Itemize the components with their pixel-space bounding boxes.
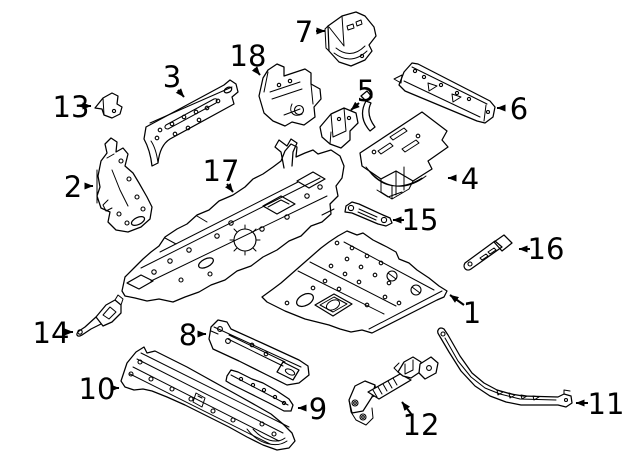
callout-1[interactable]: 1 bbox=[449, 294, 481, 330]
callout-7[interactable]: 7 bbox=[295, 15, 326, 49]
callout-2[interactable]: 2 bbox=[64, 170, 94, 204]
callout-12-arrow bbox=[401, 401, 413, 416]
callout-13-label: 13 bbox=[53, 90, 90, 124]
callout-11[interactable]: 11 bbox=[575, 387, 625, 421]
callout-13[interactable]: 13 bbox=[53, 90, 92, 124]
part-15-drawing bbox=[344, 201, 393, 227]
part-7-drawing bbox=[324, 11, 377, 67]
callout-4[interactable]: 4 bbox=[447, 162, 479, 196]
part-18-drawing bbox=[258, 63, 322, 127]
callout-14[interactable]: 14 bbox=[33, 316, 74, 350]
part-9-drawing bbox=[225, 369, 294, 412]
callout-3-label: 3 bbox=[163, 60, 181, 94]
callout-16[interactable]: 16 bbox=[518, 232, 565, 266]
part-10-drawing bbox=[120, 346, 296, 451]
part-2-drawing bbox=[96, 137, 153, 233]
callout-1-label: 1 bbox=[463, 296, 481, 330]
callout-12-label: 12 bbox=[403, 408, 440, 442]
callout-3-arrow bbox=[175, 88, 185, 98]
callout-16-label: 16 bbox=[528, 232, 565, 266]
part-13-drawing bbox=[94, 92, 123, 119]
part-6-drawing bbox=[393, 62, 496, 124]
part-5-drawing bbox=[319, 107, 359, 149]
callout-5[interactable]: 5 bbox=[350, 74, 375, 111]
callout-6[interactable]: 6 bbox=[496, 92, 528, 126]
callout-9[interactable]: 9 bbox=[297, 392, 327, 426]
callout-10-label: 10 bbox=[79, 372, 116, 406]
callout-18[interactable]: 18 bbox=[230, 39, 267, 76]
callout-14-label: 14 bbox=[33, 316, 70, 350]
callout-7-label: 7 bbox=[295, 15, 313, 49]
part-17-drawing bbox=[121, 138, 345, 303]
callout-18-arrow bbox=[251, 66, 261, 76]
part-8-drawing bbox=[208, 319, 310, 386]
callout-3[interactable]: 3 bbox=[163, 60, 185, 98]
callout-6-label: 6 bbox=[510, 92, 528, 126]
part-4-drawing bbox=[359, 90, 449, 200]
callout-8-label: 8 bbox=[179, 318, 197, 352]
part-12-drawing bbox=[348, 356, 439, 426]
callout-15-label: 15 bbox=[402, 203, 439, 237]
callout-17-arrow bbox=[225, 183, 234, 193]
callout-18-label: 18 bbox=[230, 39, 267, 73]
callout-5-arrow bbox=[350, 101, 360, 111]
callout-17-label: 17 bbox=[203, 154, 240, 188]
part-1-drawing bbox=[261, 230, 448, 334]
callout-10[interactable]: 10 bbox=[79, 372, 120, 406]
callout-11-label: 11 bbox=[588, 387, 625, 421]
callout-8[interactable]: 8 bbox=[179, 318, 207, 352]
part-3-drawing bbox=[143, 79, 239, 167]
callout-12[interactable]: 12 bbox=[401, 401, 440, 442]
callout-4-label: 4 bbox=[461, 162, 479, 196]
part-16-drawing bbox=[463, 234, 513, 271]
callout-17[interactable]: 17 bbox=[203, 154, 240, 193]
part-14-drawing bbox=[76, 294, 124, 337]
part-11-drawing bbox=[437, 327, 573, 408]
callout-2-label: 2 bbox=[64, 170, 82, 204]
callout-5-label: 5 bbox=[357, 74, 375, 108]
callout-15[interactable]: 15 bbox=[392, 203, 439, 237]
callout-9-label: 9 bbox=[309, 392, 327, 426]
callout-1-arrow bbox=[449, 294, 465, 306]
